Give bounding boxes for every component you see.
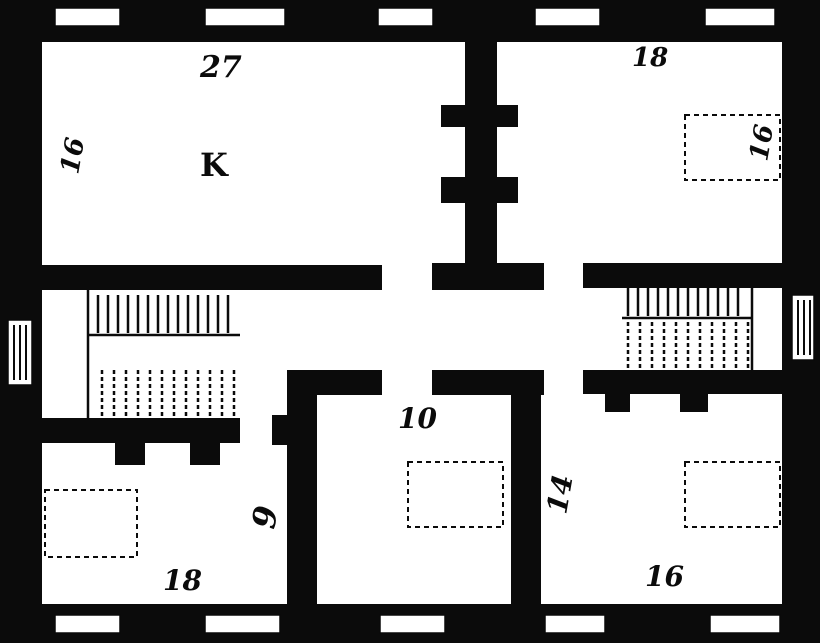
pier-upper: [441, 105, 518, 127]
pier-stair-left-b: [190, 440, 220, 465]
windows-top: [54, 7, 776, 27]
bed-bottom-right: [684, 461, 781, 528]
wall-hall-top-left: [0, 265, 382, 290]
label-top-right-size: 18: [632, 43, 668, 73]
label-bottom-right-size: 16: [645, 560, 684, 593]
label-top-right-bed: 16: [744, 122, 780, 163]
pier-lower-left: [272, 415, 292, 445]
wall-hall-top-right: [583, 263, 820, 288]
bed-bottom-left: [44, 489, 138, 558]
wall-stair-left: [0, 418, 240, 443]
pier-stair-right-b: [680, 390, 708, 412]
label-bottom-right-side: 14: [540, 472, 579, 516]
stairs-right: [622, 288, 754, 370]
stairs-left: [86, 290, 240, 418]
pier-lower: [441, 177, 518, 203]
label-center-size: 10: [398, 402, 437, 435]
windows-side: [7, 294, 815, 386]
bed-center: [407, 461, 504, 528]
label-top-left-side: 16: [55, 135, 91, 176]
bed-top-right: [684, 114, 781, 181]
wall-lower-left: [287, 370, 317, 643]
label-top-left-letter: K: [200, 146, 229, 184]
wall-lower-right: [511, 370, 541, 643]
label-bottom-left-side: 9: [244, 503, 285, 532]
windows-bottom: [54, 614, 781, 634]
label-top-left-size: 27: [199, 50, 242, 85]
wall-hall-top-mid: [432, 263, 544, 290]
label-bottom-left-size: 18: [163, 564, 202, 597]
wall-top-center: [465, 0, 497, 290]
pier-stair-left-a: [115, 440, 145, 465]
pier-stair-right-a: [605, 390, 630, 412]
